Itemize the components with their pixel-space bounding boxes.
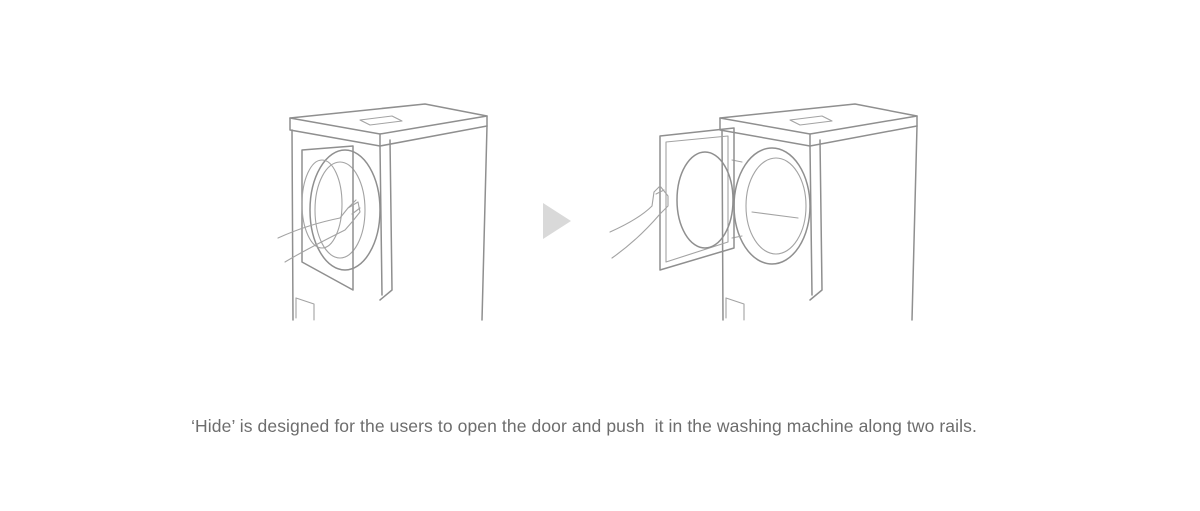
caption-text: ‘Hide’ is designed for the users to open… [191,416,977,436]
play-arrow-icon [543,203,571,239]
open-door-panel [659,127,735,271]
washing-machine-open-door [719,103,918,321]
hand-opening-door [609,185,669,259]
washing-machine-closed-door [289,103,488,321]
hand-pushing-door [277,199,361,263]
